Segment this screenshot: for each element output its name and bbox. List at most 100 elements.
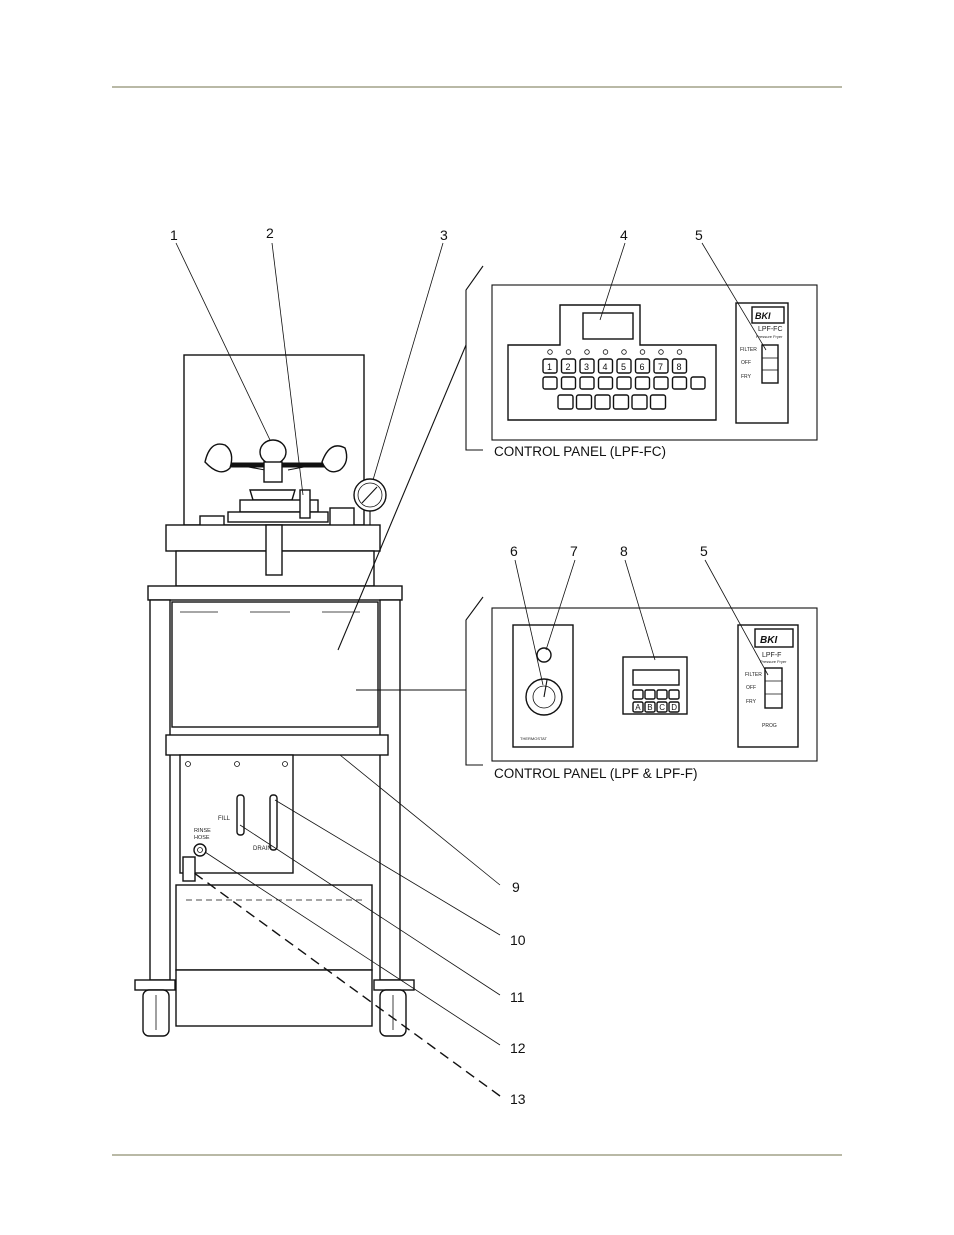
fc-key-5 (616, 358, 632, 374)
fc-led (676, 349, 683, 355)
fc-led (621, 349, 627, 355)
f-arrow-key (632, 689, 644, 700)
fc-switch-fry: FRY (741, 374, 752, 380)
fc-key-label: 7 (658, 362, 663, 372)
callout-7: 7 (570, 543, 578, 559)
fc-key-label: 5 (621, 362, 626, 372)
fc-rocker-switch (761, 344, 779, 384)
f-key-A (632, 701, 644, 713)
f-arrow-key (644, 689, 656, 700)
f-power-label: PROG (762, 723, 777, 729)
fc-led (584, 349, 590, 355)
f-caption: CONTROL PANEL (LPF & LPF-F) (494, 766, 698, 781)
f-key-label: B (647, 703, 652, 712)
fc-key-1 (542, 358, 558, 374)
fc-key-label: 1 (547, 362, 552, 372)
fc-caption: CONTROL PANEL (LPF-FC) (494, 444, 666, 459)
fc-key-label: 4 (603, 362, 608, 372)
callout-6: 6 (510, 543, 518, 559)
rinse-label: RINSE (194, 828, 211, 834)
fc-logo: BKI (755, 311, 771, 321)
f-arrow-key (656, 689, 668, 700)
fc-led (639, 349, 646, 355)
fc-function-key (612, 394, 630, 410)
drain-label: DRAIN (253, 846, 272, 852)
thermostat-label: THERMOSTAT (520, 736, 548, 741)
fc-function-key (631, 394, 648, 410)
fc-model-sub: Pressure Fryer (756, 334, 783, 339)
f-model-sub: Pressure Fryer (760, 659, 787, 664)
lid-handle (204, 439, 348, 523)
fc-function-keys (542, 376, 706, 410)
f-key-label: C (659, 703, 665, 712)
fc-blank-key (690, 376, 706, 390)
fc-led (658, 349, 664, 355)
fc-key-3 (579, 358, 595, 374)
drain-panel: FILL DRAIN RINSE HOSE (179, 754, 294, 882)
fc-blank-key (542, 376, 558, 390)
f-switch-fry: FRY (746, 699, 757, 705)
fc-blank-key (560, 376, 577, 390)
f-key-D (668, 701, 680, 713)
callout-2: 2 (266, 225, 274, 241)
fc-model: LPF-FC (758, 326, 783, 333)
fc-key-4 (597, 358, 614, 374)
fc-key-label: 2 (566, 362, 571, 372)
f-key-label: A (635, 703, 641, 712)
f-key-C (656, 701, 668, 713)
callout-4: 4 (620, 227, 628, 243)
fc-led (602, 349, 609, 355)
f-model: LPF-F (762, 652, 781, 659)
callout-3: 3 (440, 227, 448, 243)
bottom-rule (112, 1154, 842, 1156)
fc-switch-off: OFF (741, 360, 751, 366)
f-arrow-key (668, 689, 680, 700)
fc-blank-key (579, 376, 595, 390)
callout-8: 8 (620, 543, 628, 559)
f-logo: BKI (760, 635, 777, 646)
fc-led (547, 349, 553, 355)
caster-left (134, 979, 176, 1037)
callout-5a: 5 (695, 227, 703, 243)
f-switch-off: OFF (746, 685, 756, 691)
fill-label: FILL (218, 816, 231, 822)
fc-blank-key (634, 376, 651, 390)
fc-blank-key (616, 376, 632, 390)
fc-key-2 (560, 358, 577, 374)
fc-blank-key (671, 376, 688, 390)
caster-right (373, 979, 415, 1037)
leader-lines (175, 242, 769, 1097)
fc-key-6 (634, 358, 651, 374)
callout-13: 13 (510, 1091, 526, 1107)
fc-key-label: 3 (584, 362, 589, 372)
pressure-gauge (353, 478, 387, 525)
callout-numbers: 1 2 3 4 5 6 7 8 5 9 10 11 12 13 (170, 225, 708, 1107)
fc-key-label: 8 (677, 362, 682, 372)
f-rocker-switch (764, 667, 783, 709)
fc-switch-filter: FILTER (740, 347, 757, 353)
fc-indicator-leds (547, 349, 683, 355)
fc-function-key (594, 394, 611, 410)
fc-blank-key (597, 376, 614, 390)
pressure-fryer: FILL DRAIN RINSE HOSE (134, 354, 415, 1037)
f-key-B (644, 701, 656, 713)
pressure-regulator (299, 489, 311, 519)
callout-1: 1 (170, 227, 178, 243)
f-switch-filter: FILTER (745, 672, 762, 678)
callout-5b: 5 (700, 543, 708, 559)
callout-9: 9 (512, 879, 520, 895)
fc-function-key (575, 394, 593, 410)
fc-key-7 (653, 358, 669, 374)
fc-blank-key (653, 376, 669, 390)
fc-function-key (649, 394, 667, 410)
indicator-light (536, 647, 552, 663)
callout-11: 11 (510, 989, 525, 1005)
hose-label: HOSE (194, 835, 210, 841)
f-key-label: D (671, 703, 677, 712)
callout-10: 10 (510, 932, 526, 948)
